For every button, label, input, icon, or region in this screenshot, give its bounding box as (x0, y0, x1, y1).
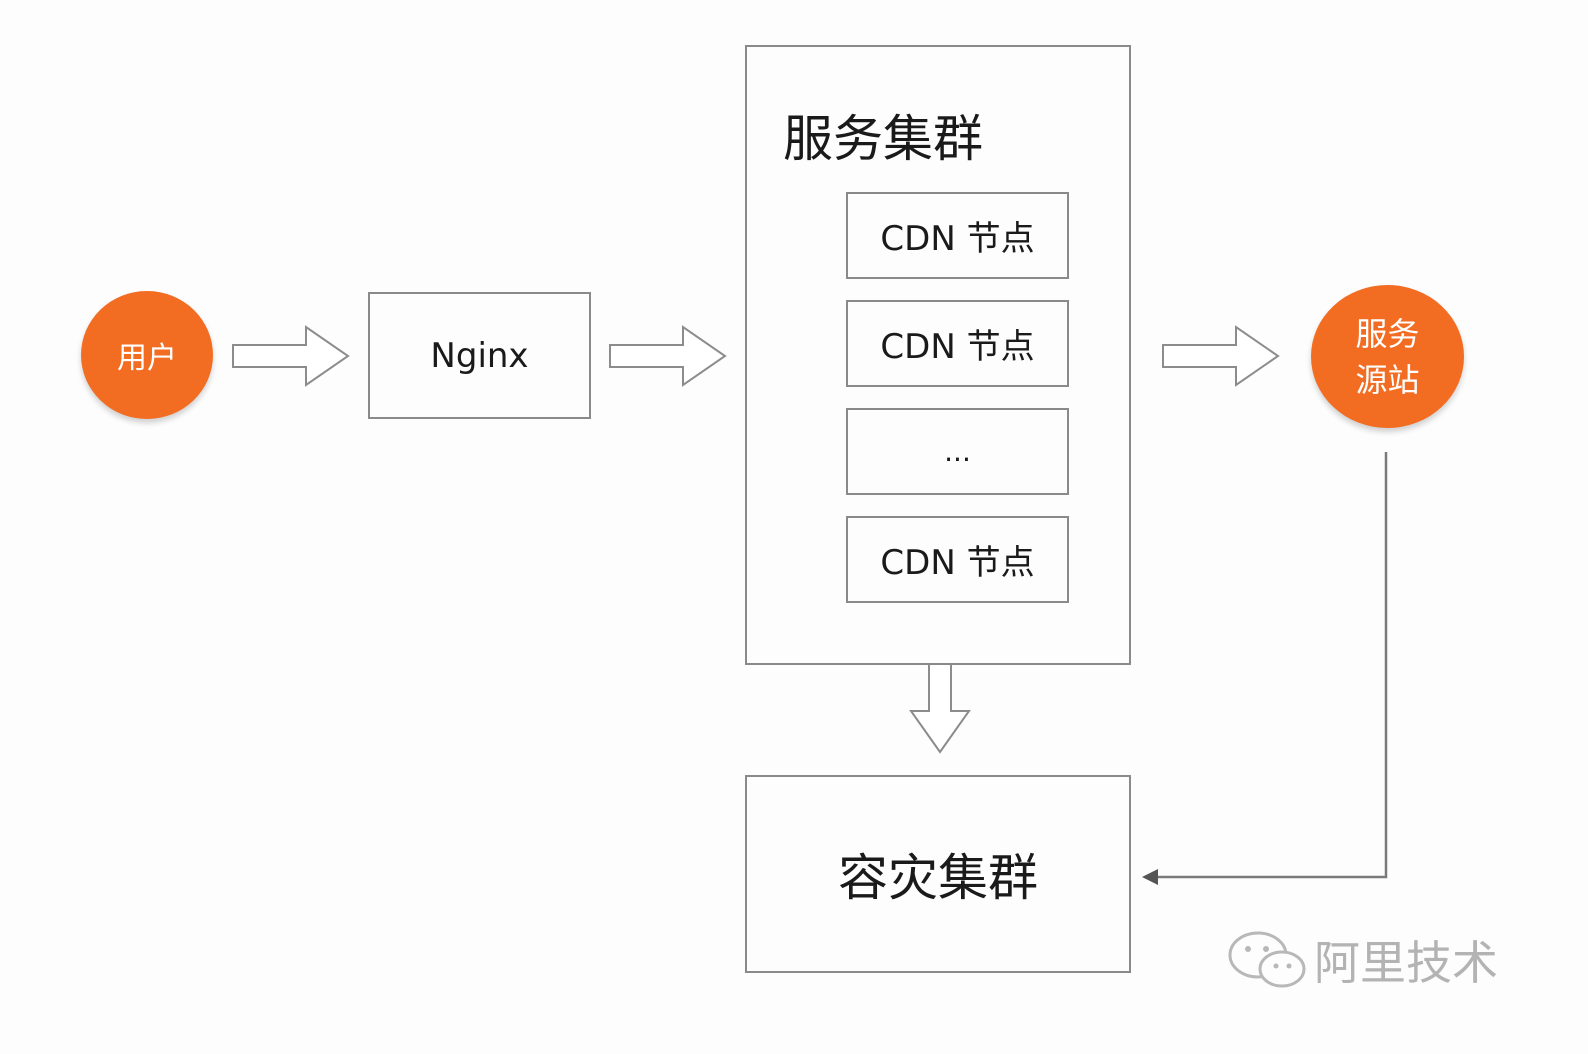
wechat-icon (1228, 931, 1306, 988)
origin-label-line2: 源站 (1355, 360, 1420, 399)
watermark: 阿里技术 (1226, 928, 1526, 992)
arrow-cluster-to-origin (1162, 325, 1280, 387)
arrow-user-to-nginx (232, 325, 350, 387)
watermark-text: 阿里技术 (1314, 936, 1498, 990)
cdn-node-box: CDN 节点 (846, 300, 1069, 387)
cdn-node-box: CDN 节点 (846, 516, 1069, 603)
arrowhead-origin-to-dr (1142, 869, 1158, 885)
cdn-node-box: CDN 节点 (846, 192, 1069, 279)
cdn-node-ellipsis-box: ... (846, 408, 1069, 495)
service-cluster-title: 服务集群 (783, 110, 983, 168)
user-label: 用户 (117, 341, 177, 376)
dr-cluster-box: 容灾集群 (745, 775, 1131, 973)
user-node: 用户 (81, 291, 213, 419)
origin-label-line1: 服务 (1355, 314, 1420, 353)
nginx-label: Nginx (430, 335, 529, 376)
cdn-node-label: CDN 节点 (880, 327, 1035, 367)
cdn-node-label: CDN 节点 (880, 219, 1035, 259)
cdn-node-label: CDN 节点 (880, 543, 1035, 583)
ellipsis-label: ... (944, 435, 971, 468)
dr-cluster-label: 容灾集群 (838, 849, 1038, 907)
line-origin-to-dr (1156, 452, 1388, 879)
nginx-box: Nginx (368, 292, 591, 419)
origin-node: 服务 源站 (1311, 285, 1464, 428)
arrow-nginx-to-cluster (609, 325, 727, 387)
